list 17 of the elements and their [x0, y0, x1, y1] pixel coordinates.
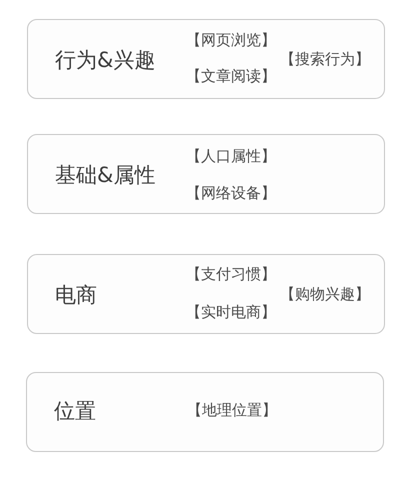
tag-label: 【实时电商】 — [186, 303, 276, 322]
tag-label: 【人口属性】 — [186, 147, 276, 166]
tag-label: 【文章阅读】 — [186, 67, 276, 86]
category-heading: 位置 — [54, 398, 96, 424]
tag-label: 【支付习惯】 — [186, 265, 276, 284]
category-card — [26, 372, 384, 452]
category-card — [27, 254, 385, 334]
category-card — [27, 134, 385, 214]
category-heading: 行为&兴趣 — [55, 47, 156, 73]
tag-label: 【网页浏览】 — [186, 31, 276, 50]
tag-label: 【购物兴趣】 — [280, 285, 370, 304]
tag-label: 【地理位置】 — [187, 401, 277, 420]
tag-label: 【网络设备】 — [186, 184, 276, 203]
category-heading: 基础&属性 — [55, 162, 156, 188]
category-card — [27, 19, 385, 99]
category-heading: 电商 — [55, 282, 97, 308]
tag-label: 【搜索行为】 — [280, 50, 370, 69]
